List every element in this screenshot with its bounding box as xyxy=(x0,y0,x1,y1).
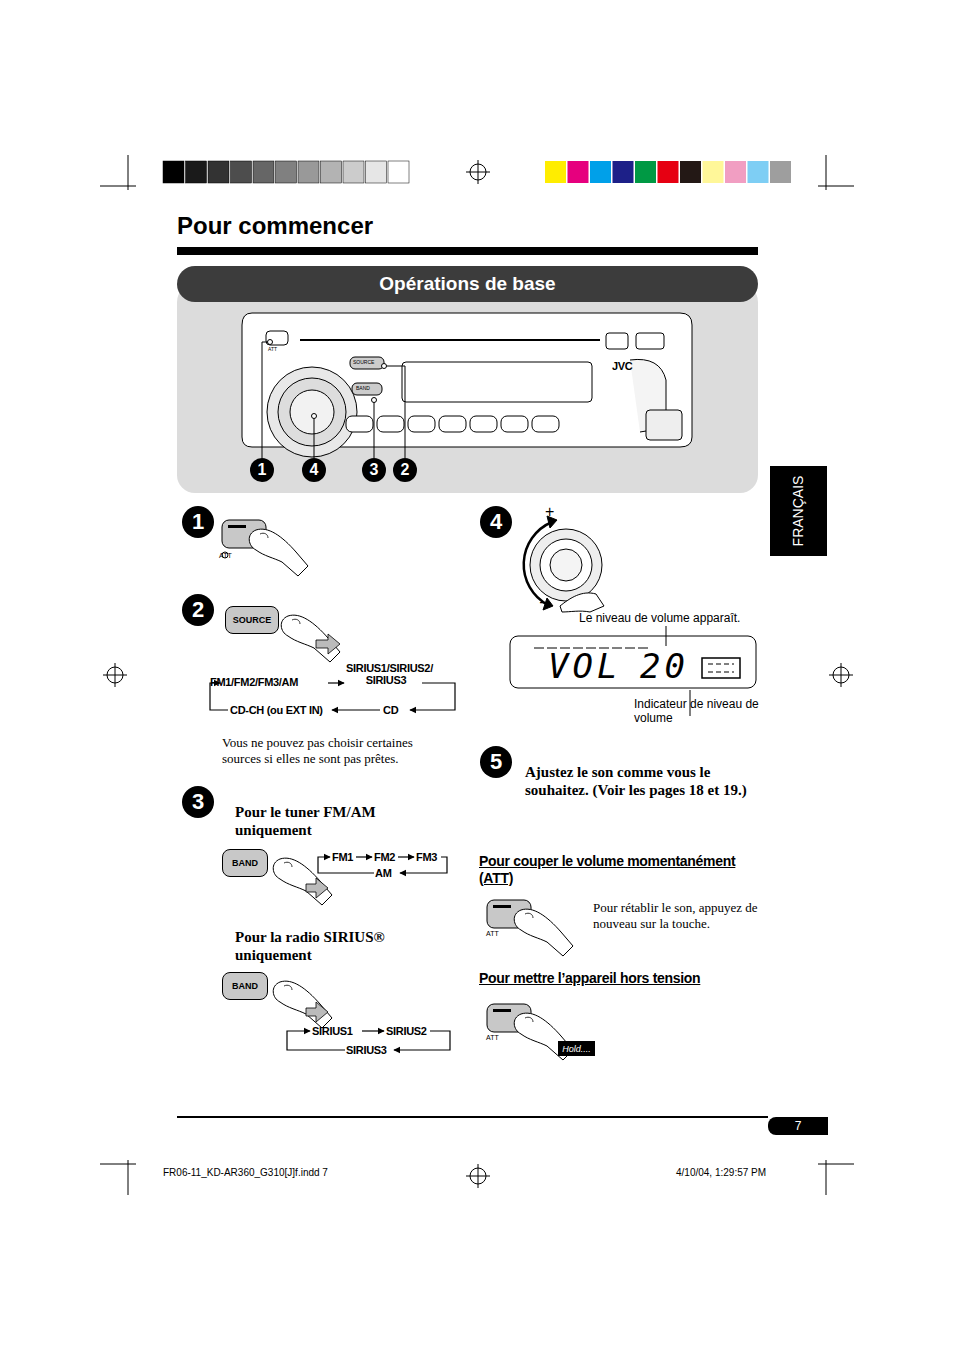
callout-text: Le niveau de volume apparaît. xyxy=(579,611,740,625)
print-slug: FR06-11_KD-AR360_G310[J]f.indd 7 xyxy=(163,1167,328,1179)
button-label: BAND xyxy=(356,385,378,391)
page-number-tab: 7 xyxy=(768,1117,828,1135)
band-button: BAND xyxy=(222,849,268,877)
direction-sign: + xyxy=(545,502,554,521)
band-item: SIRIUS1 xyxy=(312,1025,353,1038)
source-item: CD-CH (ou EXT IN) xyxy=(230,704,323,717)
button-label: SOURCE xyxy=(353,359,381,365)
band-item: FM2 xyxy=(374,851,395,864)
note-text: Vous ne pouvez pas choisir certaines sou… xyxy=(222,735,447,766)
bullet-text: Pour le tuner FM/AM uniquement xyxy=(235,803,445,839)
step-text: Ajustez le son comme vous le souhaitez. … xyxy=(525,763,755,799)
node-text: BAND xyxy=(232,858,258,868)
callout-number: 2 xyxy=(393,458,417,482)
node-text: BAND xyxy=(232,981,258,991)
section-heading: Pour couper le volume momentanément (ATT… xyxy=(479,853,754,887)
page-title: Pour commencer xyxy=(177,212,373,240)
step-number: 1 xyxy=(182,506,214,538)
band-item: AM xyxy=(375,867,392,880)
direction-sign: – xyxy=(540,592,549,611)
language-tab: FRANÇAIS xyxy=(770,466,827,556)
section-heading: Pour mettre l’appareil hors tension xyxy=(479,970,754,987)
band-item: SIRIUS2 xyxy=(386,1025,427,1038)
band-item: FM3 xyxy=(416,851,437,864)
band-button: BAND xyxy=(222,972,268,1000)
display-text: VOL xyxy=(548,646,621,687)
step-number: 2 xyxy=(182,594,214,626)
source-item: FM1/FM2/FM3/AM xyxy=(210,676,298,689)
node-text: FRANÇAIS xyxy=(791,476,807,547)
step-number: 5 xyxy=(480,746,512,778)
button-label: ATT xyxy=(219,552,232,560)
callout-number: 1 xyxy=(250,458,274,482)
display-text: 20 xyxy=(640,646,689,687)
step-number: 3 xyxy=(182,786,214,818)
callout-number: 4 xyxy=(302,458,326,482)
source-item: CD xyxy=(383,704,398,717)
button-label: ATT xyxy=(486,930,499,938)
callout-number: 3 xyxy=(362,458,386,482)
button-label: ATT xyxy=(268,346,288,352)
source-button: SOURCE xyxy=(225,606,279,634)
node-text: SOURCE xyxy=(233,615,272,625)
callout-text: Indicateur de niveau de volume xyxy=(634,697,759,726)
brand-logo: JVC xyxy=(612,360,633,373)
note-text: Pour rétablir le son, appuyez de nouveau… xyxy=(593,900,763,931)
node-text: Hold.... xyxy=(562,1044,591,1054)
button-label: ATT xyxy=(486,1034,499,1042)
print-slug: 4/10/04, 1:29:57 PM xyxy=(676,1167,766,1179)
node-text: Opérations de base xyxy=(379,273,555,295)
band-item: FM1 xyxy=(332,851,353,864)
section-band: Opérations de base xyxy=(177,266,758,302)
source-item: SIRIUS1/SIRIUS2/ SIRIUS3 xyxy=(346,662,426,686)
node-text: 7 xyxy=(795,1119,802,1133)
bullet-text: Pour la radio SIRIUS® uniquement xyxy=(235,928,445,964)
band-item: SIRIUS3 xyxy=(346,1044,387,1057)
step-number: 4 xyxy=(480,506,512,538)
hold-badge: Hold.... xyxy=(558,1041,595,1056)
